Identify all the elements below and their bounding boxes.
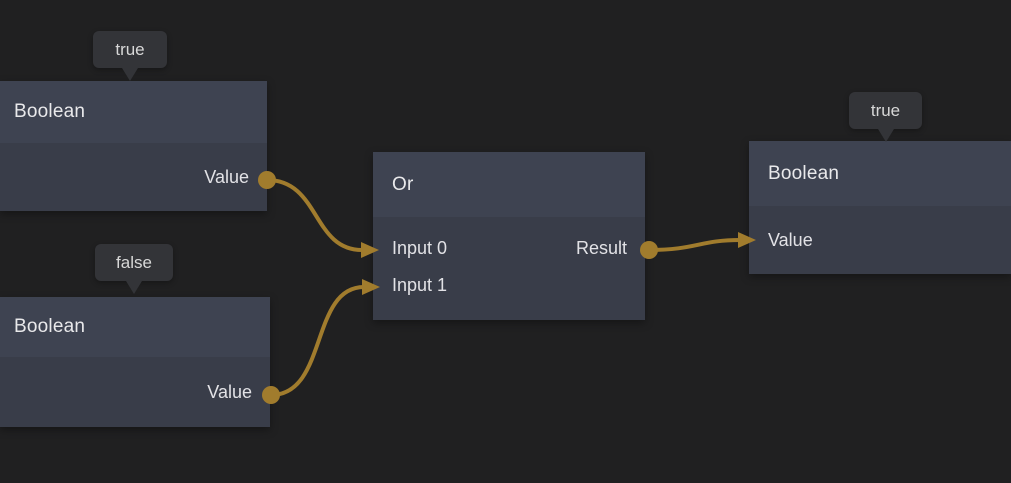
node-title: Boolean: [14, 101, 86, 122]
wire-or-result-to-value[interactable]: [648, 238, 741, 252]
node-boolean-true-source[interactable]: Boolean Value: [0, 81, 267, 211]
node-title: Boolean: [768, 162, 840, 184]
value-tooltip: true: [849, 92, 922, 129]
port-row: Value: [749, 222, 1011, 259]
node-header[interactable]: Boolean: [0, 81, 267, 143]
value-tooltip: true: [93, 31, 167, 68]
port-row: Input 1: [373, 267, 645, 304]
node-boolean-false-source[interactable]: Boolean Value: [0, 297, 270, 427]
node-header[interactable]: Boolean: [0, 297, 270, 357]
value-tooltip: false: [95, 244, 173, 281]
port-row: Input 0 Result: [373, 230, 645, 267]
wire-true-to-or-input0[interactable]: [266, 178, 363, 252]
tooltip-text: true: [115, 39, 145, 59]
port-row: Value: [0, 159, 267, 196]
node-title: Or: [392, 173, 414, 195]
output-port-label-value: Value: [204, 166, 249, 187]
input-port-label-input0: Input 0: [392, 238, 448, 258]
port-row: Value: [0, 374, 270, 411]
input-port-label-value: Value: [768, 229, 813, 250]
node-or[interactable]: Or Input 0 Result Input 1: [373, 152, 645, 320]
wire-false-to-or-input1[interactable]: [270, 285, 365, 397]
output-port-label-value: Value: [207, 381, 252, 402]
node-header[interactable]: Boolean: [749, 141, 1011, 206]
node-body: Value: [749, 206, 1011, 274]
node-body: Value: [0, 143, 267, 211]
output-port-label-result: Result: [575, 238, 627, 258]
node-body: Input 0 Result Input 1: [373, 217, 645, 320]
node-body: Value: [0, 357, 270, 427]
input-port-label-input1: Input 1: [392, 275, 448, 295]
tooltip-text: true: [870, 100, 901, 120]
node-boolean-result[interactable]: Boolean Value: [749, 141, 1011, 274]
tooltip-text: false: [116, 252, 152, 272]
node-header[interactable]: Or: [373, 152, 645, 217]
node-title: Boolean: [14, 316, 86, 337]
